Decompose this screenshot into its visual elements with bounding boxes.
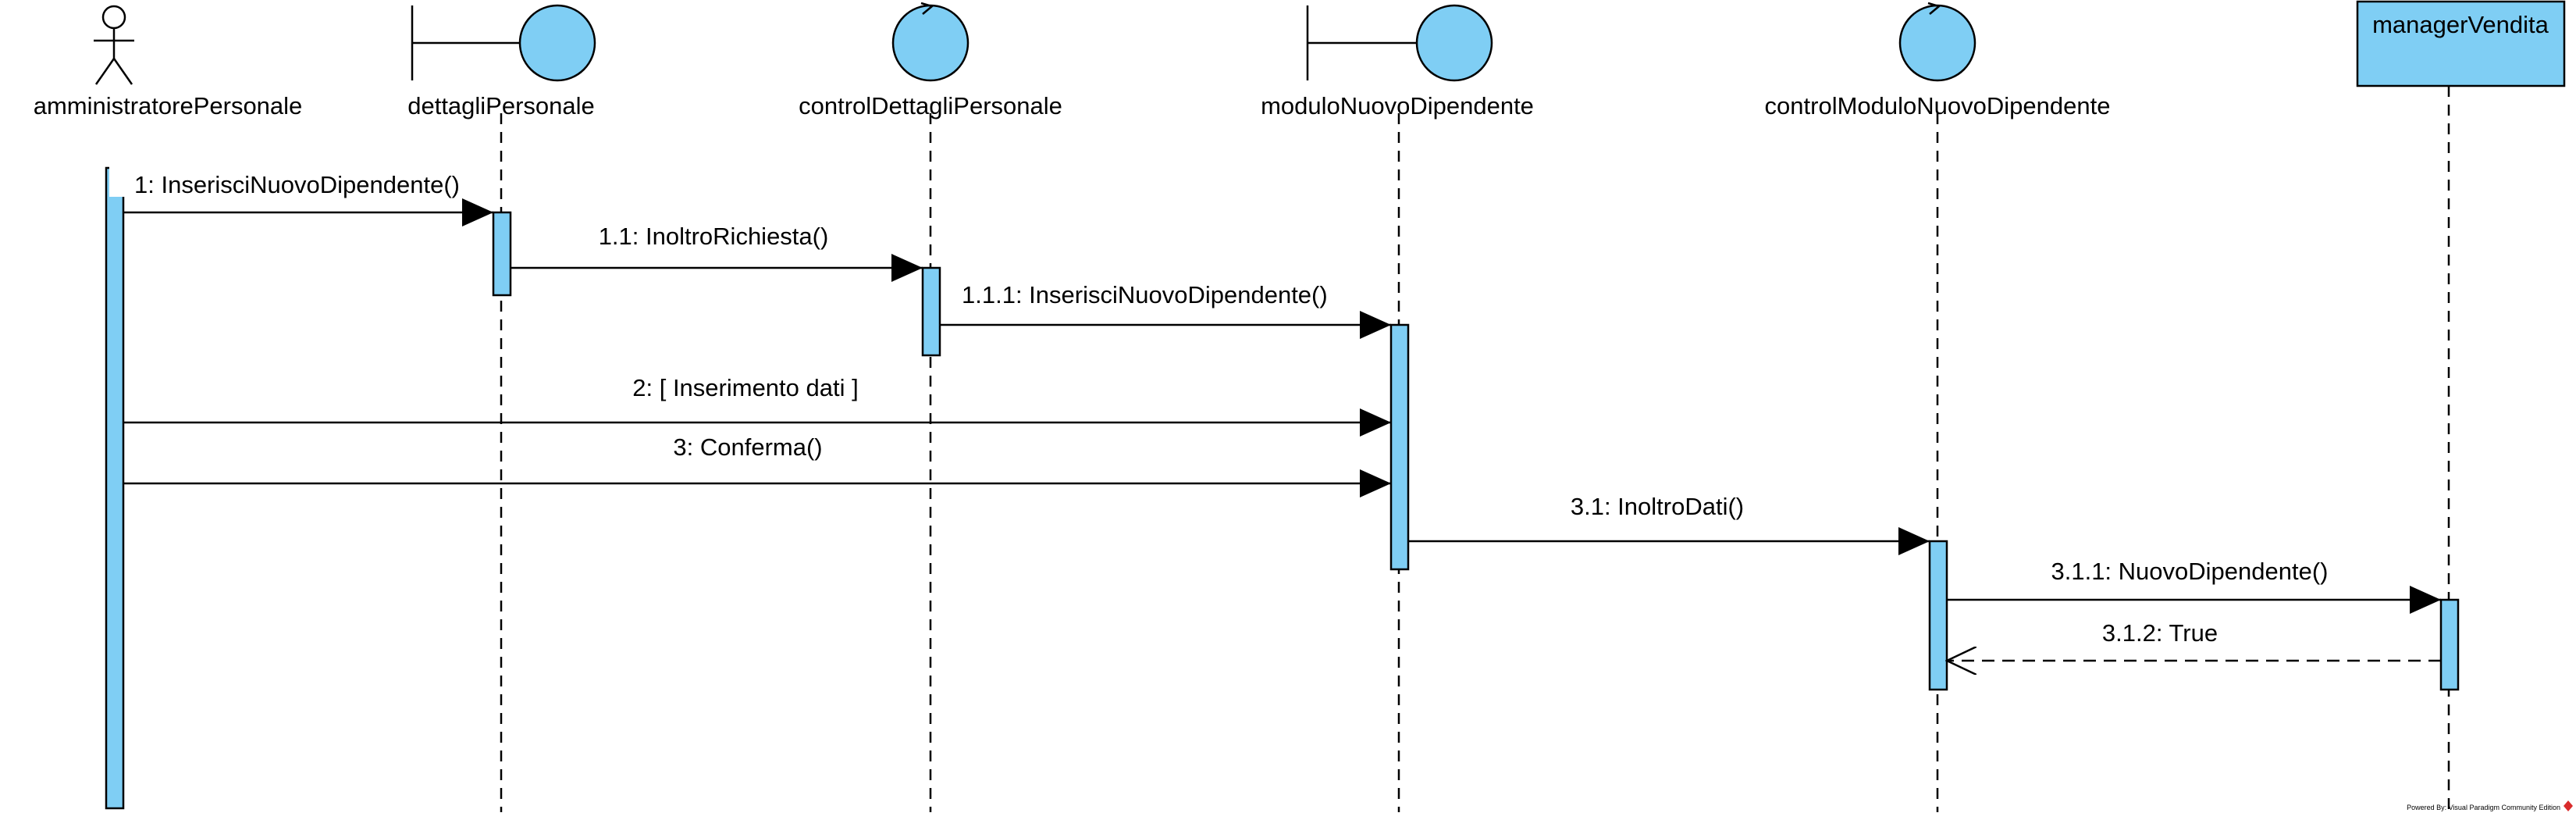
participant-label-control-dettagli-personale: controlDettagliPersonale — [799, 92, 1062, 119]
activation-bar-control-dettagli-personale — [921, 266, 941, 357]
boundary-icon — [411, 4, 596, 82]
message-label-3-1-1: 3.1.1: NuovoDipendente() — [2051, 558, 2328, 585]
participant-label-amministratore-personale: amministratorePersonale — [34, 92, 303, 119]
participant-label-dettagli-personale: dettagliPersonale — [407, 92, 595, 119]
activation-bar-manager-vendita — [2439, 598, 2460, 691]
control-icon — [1898, 2, 1976, 82]
message-label-background — [941, 273, 1363, 305]
boundary-icon — [1306, 4, 1493, 82]
participant-label-manager-vendita: managerVendita — [2372, 11, 2549, 38]
message-label-2: 2: [ Inserimento dati ] — [632, 374, 858, 401]
activation-bar-modulo-nuovo-dipendente — [1389, 323, 1410, 571]
message-label-background — [109, 166, 468, 197]
return-message-label-3-1-2: 3.1.2: True — [2102, 619, 2218, 647]
activation-bar-amministratore-personale — [105, 166, 125, 810]
participant-label-modulo-nuovo-dipendente: moduloNuovoDipendente — [1261, 92, 1534, 119]
control-icon — [891, 2, 970, 82]
message-label-1-1: 1.1: InoltroRichiesta() — [599, 223, 829, 250]
message-label-1-1-1: 1.1.1: InserisciNuovoDipendente() — [962, 281, 1328, 308]
activation-bar-control-modulo-nuovo-dipendente — [1928, 540, 1948, 691]
visual-paradigm-logo-icon — [2564, 800, 2573, 811]
participant-box-manager-vendita — [2356, 0, 2566, 87]
message-label-1: 1: InserisciNuovoDipendente() — [134, 171, 460, 198]
message-label-3-1: 3.1: InoltroDati() — [1571, 493, 1744, 520]
powered-by-text: Powered By: Visual Paradigm Community Ed… — [2407, 804, 2560, 811]
activation-bar-dettagli-personale — [492, 211, 512, 297]
message-label-3: 3: Conferma() — [673, 433, 822, 461]
participant-label-control-modulo-nuovo-dipendente: controlModuloNuovoDipendente — [1765, 92, 2111, 119]
actor-icon — [94, 5, 134, 85]
